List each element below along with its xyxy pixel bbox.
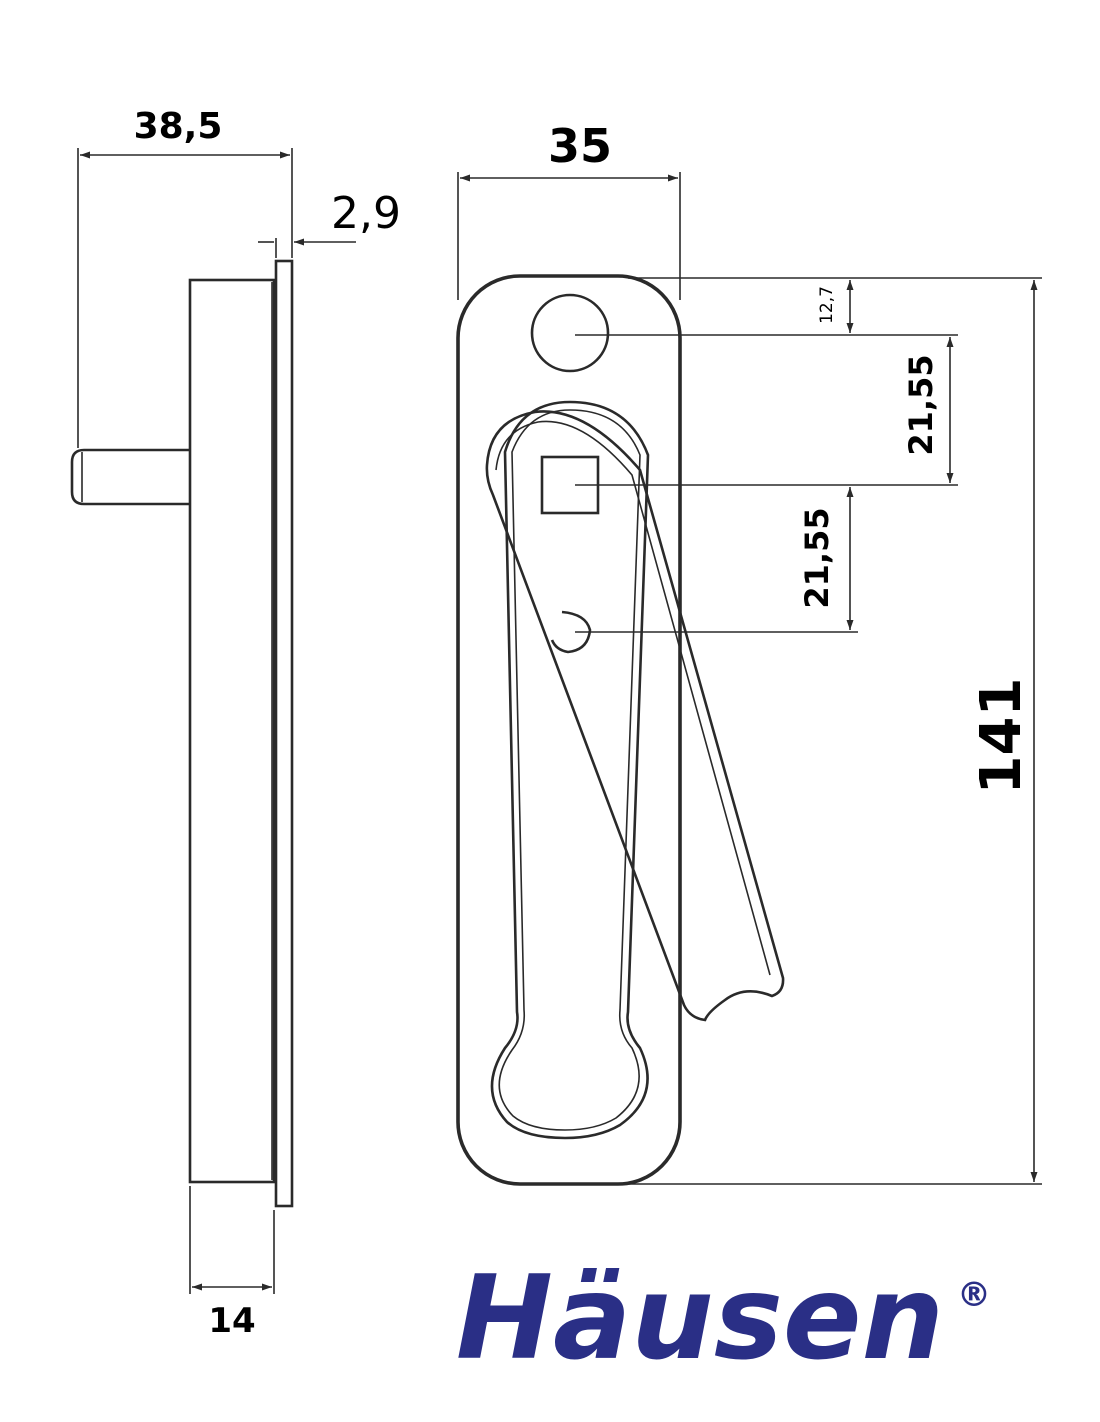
dim-square-to-pivot: 21,55 (798, 507, 836, 608)
side-body (188, 278, 276, 1184)
dim-body-depth: 14 (208, 1301, 255, 1341)
dim-hole-offset: 12,7 (817, 286, 837, 324)
brand-logo: Häusen ® (456, 1251, 991, 1386)
side-shaft (70, 448, 190, 506)
front-view: 35 12,7 21,55 21,55 141 (456, 119, 1042, 1186)
pivot-mark (550, 610, 592, 654)
side-view: 38,5 2,9 14 (70, 106, 401, 1341)
front-plate (456, 274, 682, 1186)
brand-registered-mark: ® (957, 1275, 991, 1315)
dim-total-height: 141 (969, 678, 1034, 795)
dim-side-total-depth: 38,5 (134, 106, 223, 147)
handle-recess (490, 400, 650, 1140)
brand-name: Häusen (456, 1251, 944, 1386)
mounting-hole (530, 293, 610, 373)
dim-front-width: 35 (548, 119, 612, 173)
lever-flap (485, 410, 785, 1022)
dim-plate-thickness: 2,9 (331, 188, 401, 239)
dim-hole-to-square: 21,55 (902, 354, 940, 455)
side-plate (274, 259, 294, 1208)
